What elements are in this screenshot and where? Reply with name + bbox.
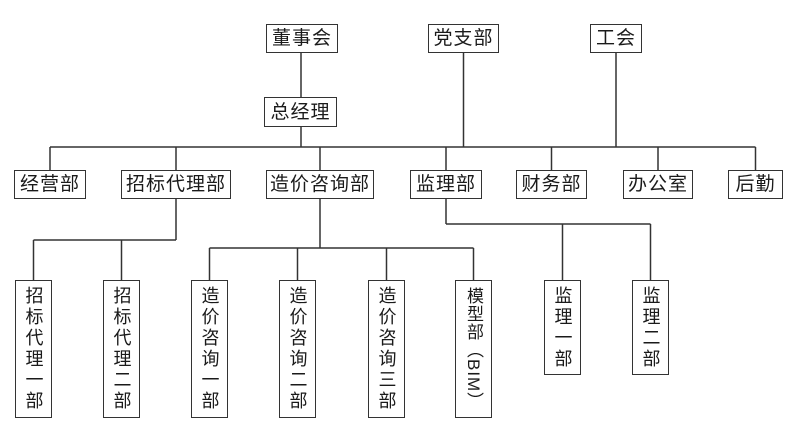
org-node-cost-consulting: 造价咨询部 (266, 170, 374, 199)
org-node-board: 董事会 (266, 24, 338, 53)
org-node-office: 办公室 (623, 170, 693, 199)
org-node-supervision-2: 监理二部 (632, 280, 669, 375)
org-node-cost-consulting-3: 造价咨询三部 (368, 280, 405, 418)
org-node-general-manager: 总经理 (264, 97, 337, 127)
org-node-supervision: 监理部 (410, 170, 482, 199)
org-node-bidding-agency-1: 招标代理一部 (15, 280, 52, 418)
org-node-bim-model: 模型部（BIM） (455, 280, 492, 418)
org-node-labor-union: 工会 (590, 24, 642, 53)
org-node-logistics: 后勤 (728, 170, 783, 199)
org-node-finance: 财务部 (516, 170, 587, 199)
org-node-cost-consulting-2: 造价咨询二部 (279, 280, 316, 418)
org-node-bidding-agency-2: 招标代理二部 (103, 280, 140, 418)
org-node-cost-consulting-1: 造价咨询一部 (191, 280, 228, 418)
org-node-party-branch: 党支部 (428, 24, 499, 53)
org-node-operations: 经营部 (14, 170, 86, 199)
connector-path (32, 52, 757, 280)
org-node-supervision-1: 监理一部 (544, 280, 581, 375)
org-node-bidding-agency: 招标代理部 (121, 170, 231, 199)
